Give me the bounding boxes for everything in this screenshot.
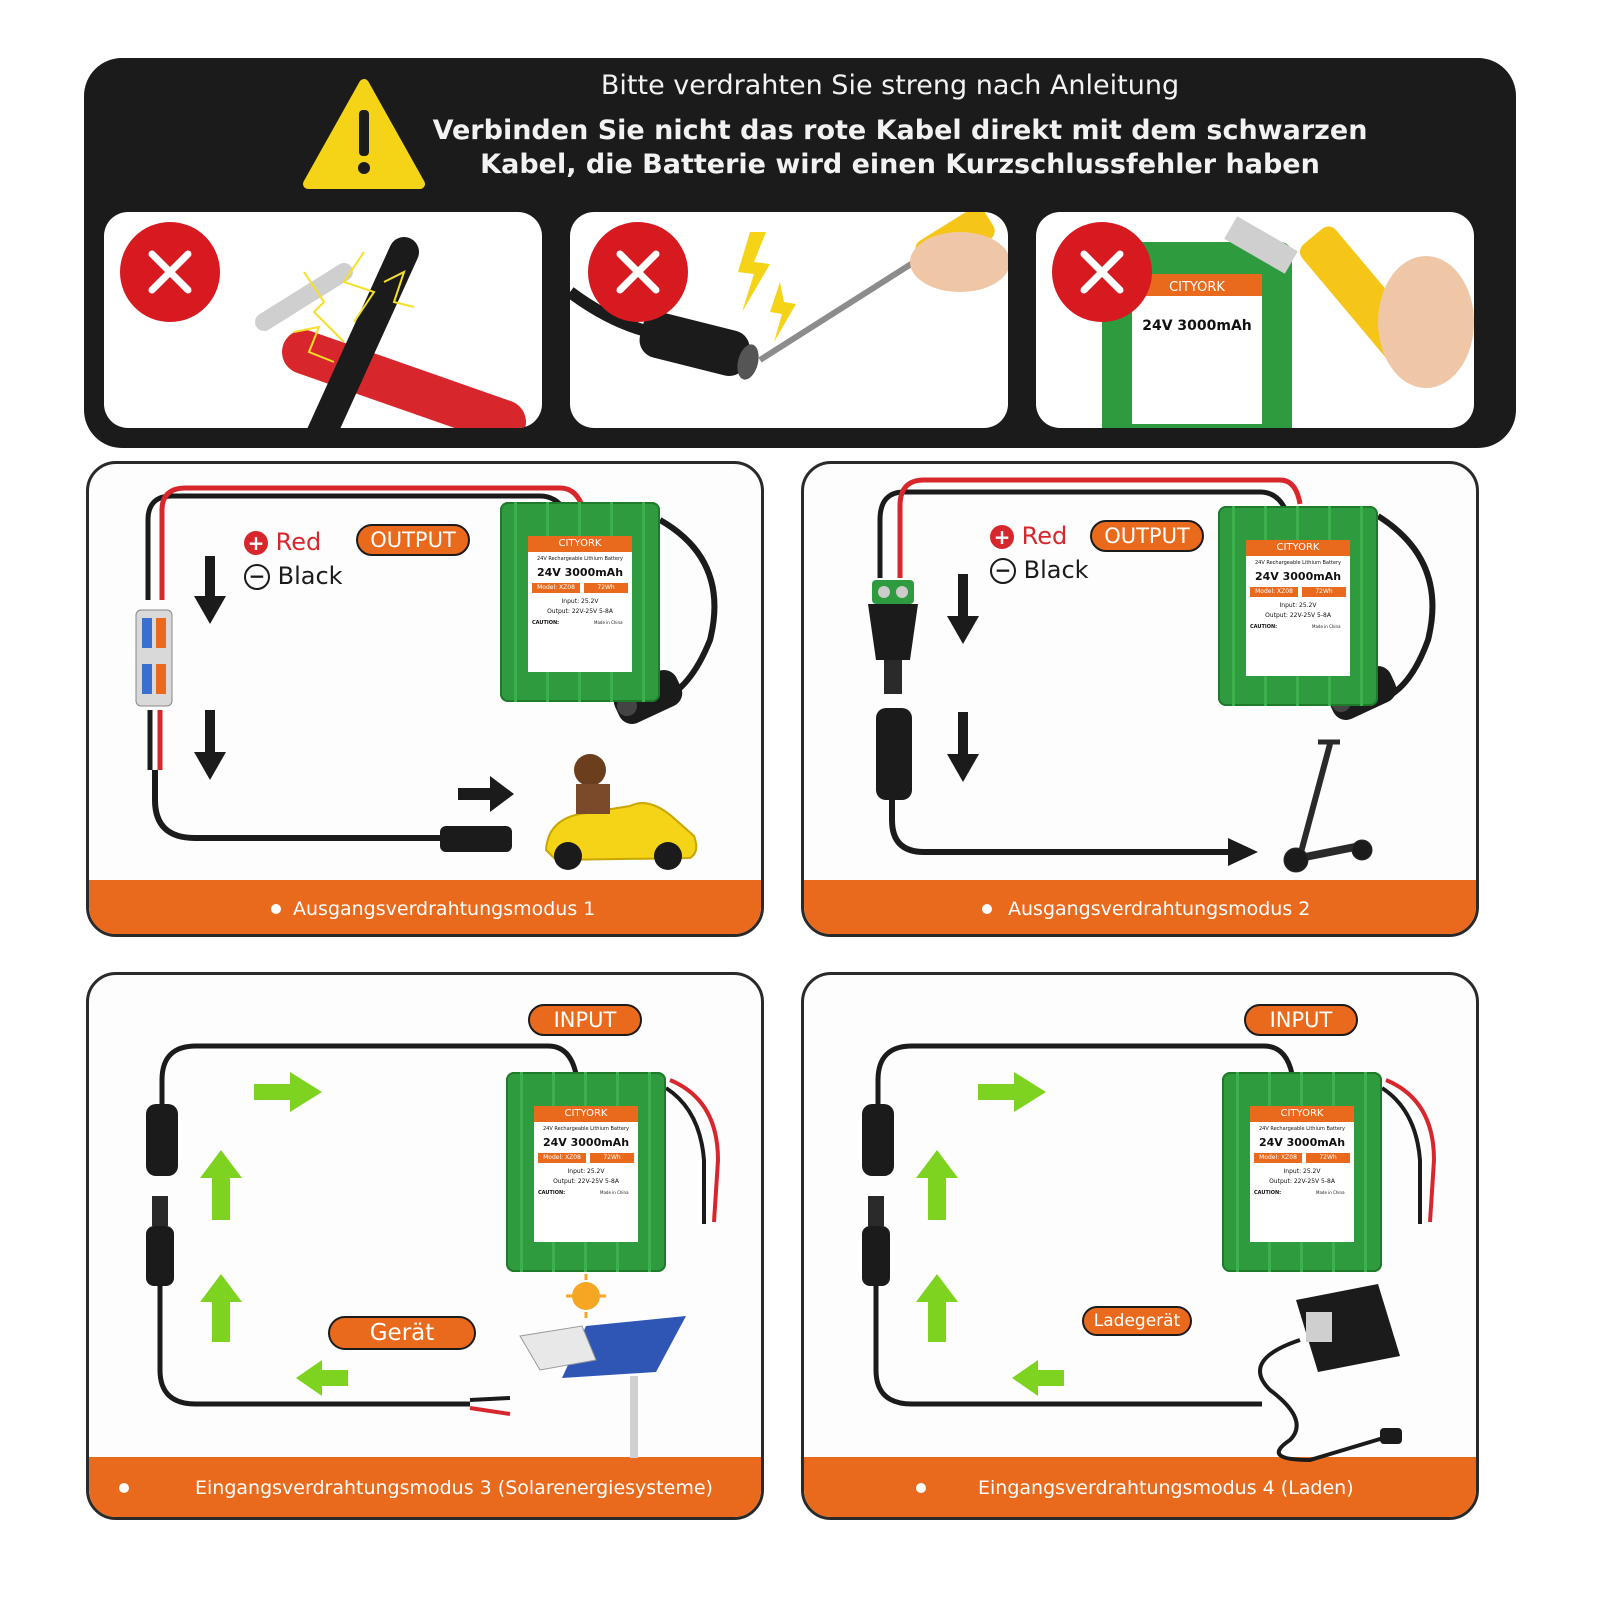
output-pill: OUTPUT bbox=[1090, 520, 1204, 552]
battery-label: CITYORK 24V Rechargeable Lithium Battery 2… bbox=[1250, 1106, 1354, 1242]
banner-warning-text: Verbinden Sie nicht das rote Kabel direk… bbox=[0, 114, 1600, 182]
battery-label: CITYORK 24V Rechargeable Lithium Battery 2… bbox=[1246, 540, 1350, 676]
legend-black-label: Black bbox=[277, 562, 343, 590]
minus-icon: − bbox=[990, 558, 1016, 584]
battery-input: Input: 25.2V bbox=[1283, 1168, 1321, 1175]
panel-4-footer: Eingangsverdrahtungsmodus 4 (Laden) bbox=[804, 1457, 1476, 1517]
legend-red-label: Red bbox=[275, 528, 322, 556]
panel-2-footer: Ausgangsverdrahtungsmodus 2 bbox=[804, 880, 1476, 934]
input-pill: INPUT bbox=[528, 1004, 642, 1036]
battery-rib bbox=[520, 1072, 523, 1272]
battery-output: Output: 22V-25V 5-8A bbox=[547, 608, 613, 615]
battery-brand: CITYORK bbox=[528, 536, 632, 552]
cutter-knife-photo: CITYORK 24V 3000mAh bbox=[1036, 212, 1474, 428]
output-pill: OUTPUT bbox=[356, 524, 470, 556]
battery-caution: CAUTION: bbox=[1254, 1190, 1282, 1196]
banner-title: Bitte verdrahten Sie streng nach Anleitu… bbox=[600, 70, 1180, 101]
battery-pack: CITYORK 24V Rechargeable Lithium Battery 2… bbox=[506, 1072, 666, 1272]
legend-red: + Red bbox=[990, 522, 1067, 550]
panel-3-footer-label: Eingangsverdrahtungsmodus 3 (Solarenergi… bbox=[195, 1477, 713, 1499]
bullet-dot bbox=[119, 1483, 129, 1493]
battery-brand: CITYORK bbox=[1246, 540, 1350, 556]
battery-pack: CITYORK 24V Rechargeable Lithium Battery 2… bbox=[500, 502, 660, 702]
battery-caution: CAUTION: bbox=[538, 1190, 566, 1196]
panel-4-footer-label: Eingangsverdrahtungsmodus 4 (Laden) bbox=[978, 1477, 1354, 1499]
battery-pack: CITYORK 24V Rechargeable Lithium Battery 2… bbox=[1222, 1072, 1382, 1272]
legend-black: − Black bbox=[990, 556, 1089, 584]
legend-black-label: Black bbox=[1023, 556, 1089, 584]
panel-1-footer-label: Ausgangsverdrahtungsmodus 1 bbox=[293, 898, 596, 920]
battery-model: Model: XZ08 bbox=[1250, 587, 1298, 597]
minus-icon: − bbox=[244, 564, 270, 590]
battery-input: Input: 25.2V bbox=[1279, 602, 1317, 609]
battery-label: CITYORK 24V Rechargeable Lithium Battery 2… bbox=[528, 536, 632, 672]
battery-input: Input: 25.2V bbox=[561, 598, 599, 605]
battery-capacity: 24V 3000mAh bbox=[1254, 570, 1342, 583]
bullet-dot bbox=[271, 904, 281, 914]
battery-rib bbox=[1364, 1072, 1367, 1272]
battery-model: Model: XZ08 bbox=[538, 1153, 586, 1163]
battery-model: Model: XZ08 bbox=[532, 583, 580, 593]
bullet-dot bbox=[982, 904, 992, 914]
charger-label: Ladegerät bbox=[1082, 1306, 1192, 1336]
battery-capacity: 24V 3000mAh bbox=[542, 1136, 630, 1149]
battery-energy: 72Wh bbox=[590, 1153, 634, 1163]
legend-red: + Red bbox=[244, 528, 321, 556]
bullet-dot bbox=[916, 1483, 926, 1493]
battery-caution: CAUTION: bbox=[1250, 624, 1278, 630]
panel-3-footer: Eingangsverdrahtungsmodus 3 (Solarenergi… bbox=[89, 1457, 761, 1517]
battery-made-in: Made in China bbox=[594, 620, 623, 625]
battery-brand: CITYORK bbox=[1250, 1106, 1354, 1122]
battery-made-in: Made in China bbox=[600, 1190, 629, 1195]
input-pill: INPUT bbox=[1244, 1004, 1358, 1036]
panel-2-footer-label: Ausgangsverdrahtungsmodus 2 bbox=[1008, 898, 1311, 920]
battery-rib bbox=[1236, 1072, 1239, 1272]
svg-text:CITYORK: CITYORK bbox=[1169, 280, 1225, 295]
battery-brand: CITYORK bbox=[534, 1106, 638, 1122]
battery-capacity: 24V 3000mAh bbox=[536, 566, 624, 579]
battery-rib bbox=[642, 502, 645, 702]
short-circuit-photo bbox=[104, 212, 542, 428]
battery-made-in: Made in China bbox=[1312, 624, 1341, 629]
battery-label: CITYORK 24V Rechargeable Lithium Battery 2… bbox=[534, 1106, 638, 1242]
battery-energy: 72Wh bbox=[1302, 587, 1346, 597]
banner-warning-line-2: Kabel, die Batterie wird einen Kurzschlu… bbox=[480, 149, 1320, 180]
battery-output: Output: 22V-25V 5-8A bbox=[1265, 612, 1331, 619]
battery-output: Output: 22V-25V 5-8A bbox=[553, 1178, 619, 1185]
panel-1-footer: Ausgangsverdrahtungsmodus 1 bbox=[89, 880, 761, 934]
battery-capacity: 24V 3000mAh bbox=[1258, 1136, 1346, 1149]
battery-rib bbox=[1232, 506, 1235, 706]
device-label: Gerät bbox=[328, 1316, 476, 1350]
battery-input: Input: 25.2V bbox=[567, 1168, 605, 1175]
plus-icon: + bbox=[990, 525, 1014, 549]
battery-made-in: Made in China bbox=[1316, 1190, 1345, 1195]
svg-text:24V 3000mAh: 24V 3000mAh bbox=[1142, 318, 1252, 334]
battery-rib bbox=[648, 1072, 651, 1272]
battery-subtitle: 24V Rechargeable Lithium Battery bbox=[1254, 560, 1342, 566]
plus-icon: + bbox=[244, 531, 268, 555]
battery-caution: CAUTION: bbox=[532, 620, 560, 626]
battery-rib bbox=[1360, 506, 1363, 706]
screwdriver-photo bbox=[570, 212, 1008, 428]
battery-energy: 72Wh bbox=[584, 583, 628, 593]
battery-output: Output: 22V-25V 5-8A bbox=[1269, 1178, 1335, 1185]
legend-black: − Black bbox=[244, 562, 343, 590]
battery-subtitle: 24V Rechargeable Lithium Battery bbox=[542, 1126, 630, 1132]
banner-warning-line-1: Verbinden Sie nicht das rote Kabel direk… bbox=[432, 115, 1368, 146]
battery-energy: 72Wh bbox=[1306, 1153, 1350, 1163]
battery-subtitle: 24V Rechargeable Lithium Battery bbox=[1258, 1126, 1346, 1132]
battery-model: Model: XZ08 bbox=[1254, 1153, 1302, 1163]
battery-rib bbox=[514, 502, 517, 702]
legend-red-label: Red bbox=[1021, 522, 1068, 550]
battery-pack: CITYORK 24V Rechargeable Lithium Battery 2… bbox=[1218, 506, 1378, 706]
battery-subtitle: 24V Rechargeable Lithium Battery bbox=[536, 556, 624, 562]
